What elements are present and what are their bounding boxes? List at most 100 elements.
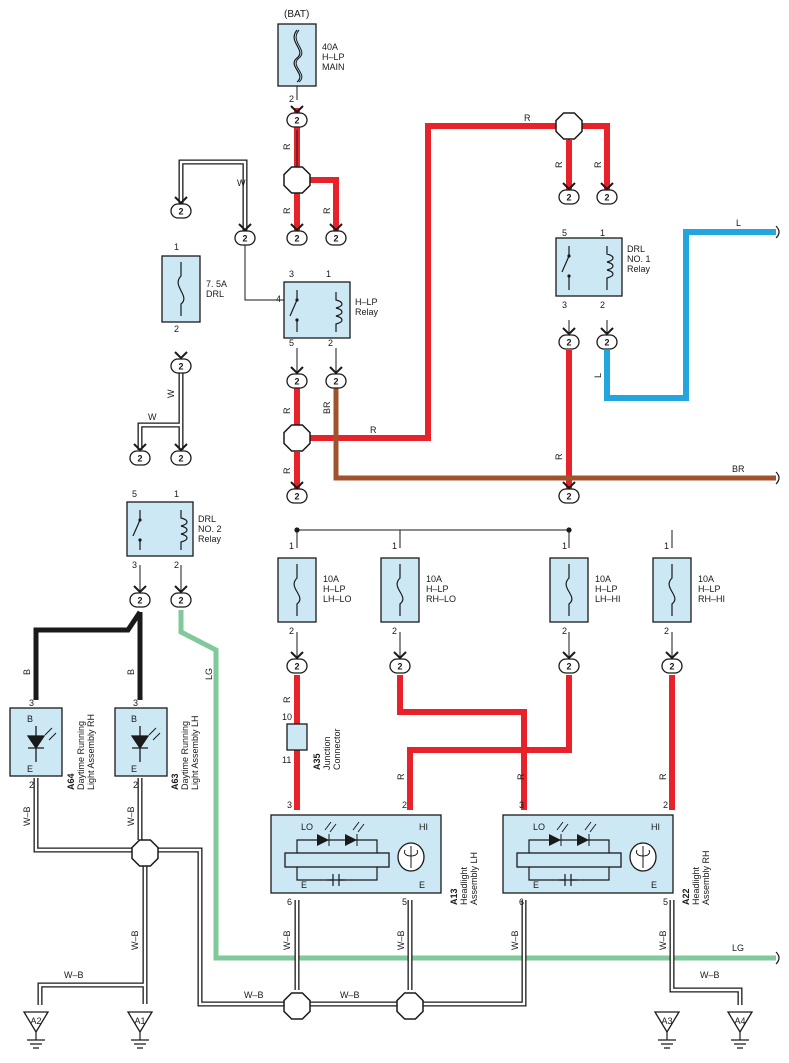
pin-number: 3 bbox=[519, 800, 524, 810]
connector-2: 2 bbox=[286, 105, 308, 128]
continuation-arrow-icon bbox=[775, 225, 780, 239]
relay-coil-icon bbox=[180, 510, 188, 550]
pin-number: 2 bbox=[663, 800, 668, 810]
pin-number: 1 bbox=[289, 541, 294, 551]
fuse-element-icon bbox=[295, 29, 303, 83]
pin-number: 2 bbox=[174, 560, 179, 570]
wire-label-r: R bbox=[554, 453, 564, 460]
wire-label-w: W bbox=[237, 178, 246, 188]
wire-label-wb: W–B bbox=[396, 930, 406, 950]
pin-number: 5 bbox=[289, 338, 294, 348]
fuse-element-icon bbox=[668, 564, 676, 616]
a35-code: A35 bbox=[312, 753, 322, 770]
svg-text:2: 2 bbox=[294, 116, 299, 126]
connector-2: 2 bbox=[286, 651, 308, 674]
pin-number: 2 bbox=[289, 626, 294, 636]
junction-octagon bbox=[131, 839, 159, 867]
wire-label-l: L bbox=[593, 373, 603, 378]
a35-name: JunctionConnector bbox=[322, 728, 342, 770]
junction-octagon bbox=[555, 112, 583, 140]
connector-2: 2 bbox=[234, 223, 256, 246]
wire-label-wb: W–B bbox=[658, 930, 668, 950]
svg-text:2: 2 bbox=[566, 193, 571, 203]
pin-number: 3 bbox=[289, 269, 294, 279]
svg-text:2: 2 bbox=[294, 377, 299, 387]
light-ray-icon bbox=[324, 821, 337, 846]
wire-label-wb: W–B bbox=[340, 990, 360, 1000]
connector-2: 2 bbox=[558, 327, 580, 350]
pin-number: 3 bbox=[133, 698, 138, 708]
svg-text:E: E bbox=[301, 880, 307, 890]
junction-octagon bbox=[396, 992, 424, 1020]
led-icon bbox=[577, 834, 589, 846]
connector-2: 2 bbox=[558, 481, 580, 504]
connector-2: 2 bbox=[286, 481, 308, 504]
wire-label-r: R bbox=[554, 161, 564, 168]
svg-text:2: 2 bbox=[178, 596, 183, 606]
svg-text:A3: A3 bbox=[661, 1016, 672, 1026]
white-wires bbox=[33, 159, 743, 1007]
pin-number: 4 bbox=[276, 294, 281, 304]
wire-label-wb: W–B bbox=[700, 970, 720, 980]
svg-text:A2: A2 bbox=[30, 1016, 41, 1026]
wire-label-r: R bbox=[282, 467, 292, 474]
ground-a1: A1 bbox=[126, 1011, 154, 1049]
svg-text:A13: A13 bbox=[449, 888, 459, 905]
junction-octagon bbox=[283, 992, 311, 1020]
svg-text:2: 2 bbox=[669, 662, 674, 672]
capacitor-icon bbox=[559, 874, 577, 886]
pin-number: 1 bbox=[600, 228, 605, 238]
ground-icon bbox=[126, 1011, 154, 1034]
svg-text:2: 2 bbox=[333, 377, 338, 387]
pin-number: 2 bbox=[29, 780, 34, 790]
junction-octagon bbox=[283, 166, 311, 194]
svg-text:2: 2 bbox=[397, 662, 402, 672]
junction-blocks bbox=[131, 112, 583, 1020]
pin-number: 1 bbox=[326, 269, 331, 279]
a63-code: A63 bbox=[170, 773, 180, 790]
pin-number: 11 bbox=[282, 755, 291, 765]
drl-light-rh: B E A64 Daytime RunningLight Assembly RH bbox=[9, 707, 96, 790]
a63-name: Daytime RunningLight Assembly LH bbox=[180, 715, 200, 790]
connector-2: 2 bbox=[325, 223, 347, 246]
blue-wire bbox=[604, 229, 776, 401]
svg-text:LO: LO bbox=[533, 822, 545, 832]
wire-label-w: W bbox=[166, 389, 176, 398]
ground-icon bbox=[726, 1011, 754, 1034]
splice-dot bbox=[294, 527, 300, 533]
wire-label-r: R bbox=[282, 407, 292, 414]
pin-number: 6 bbox=[519, 897, 524, 907]
wire-label-b: B bbox=[126, 669, 136, 675]
pin-number: 2 bbox=[328, 338, 333, 348]
wire-label-r: R bbox=[322, 207, 332, 214]
brown-wire bbox=[333, 388, 776, 481]
light-ray-icon bbox=[44, 727, 57, 741]
red-wires bbox=[294, 108, 675, 810]
svg-text:2: 2 bbox=[566, 662, 571, 672]
fuse-element-icon bbox=[565, 564, 573, 616]
pin-number: 5 bbox=[562, 228, 567, 238]
light-green-wire bbox=[178, 610, 776, 961]
connector-2: 2 bbox=[170, 196, 192, 219]
ground-a3: A3 bbox=[653, 1011, 681, 1049]
black-wire bbox=[33, 610, 143, 700]
pin-number: 3 bbox=[132, 560, 137, 570]
svg-text:2: 2 bbox=[178, 454, 183, 464]
led-icon bbox=[549, 834, 561, 846]
svg-text:E: E bbox=[419, 880, 425, 890]
svg-text:HI: HI bbox=[651, 822, 660, 832]
wire-label-r: R bbox=[516, 773, 526, 780]
wire-label-wb: W–B bbox=[130, 930, 140, 950]
fuse-element-icon bbox=[293, 29, 301, 83]
pin-number: 2 bbox=[133, 780, 138, 790]
